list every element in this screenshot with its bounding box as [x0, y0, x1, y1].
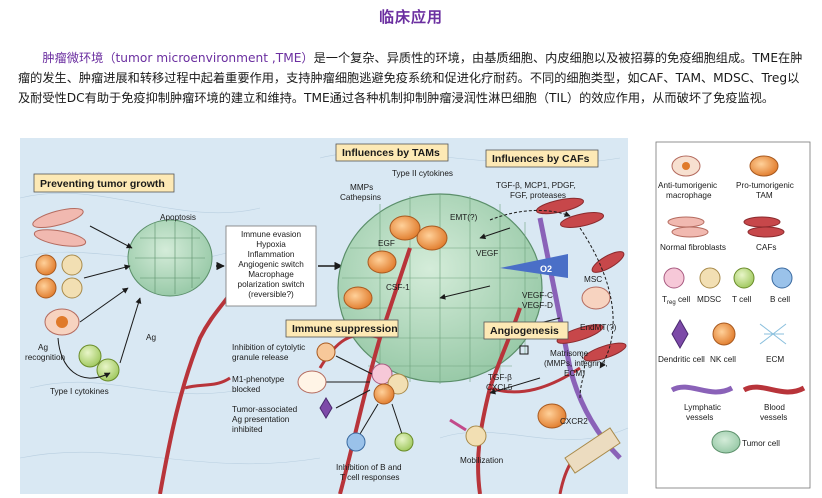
target-cells [297, 342, 414, 452]
caf-cells [535, 197, 627, 362]
intro-paragraph: 肿瘤微环境（tumor microenvironment ,TME）是一个复杂、… [18, 48, 808, 108]
label-cxcr2: CXCR2 [560, 417, 588, 426]
label-vegfc: VEGF-C [522, 291, 553, 300]
msc-cell [581, 286, 611, 310]
legend-anti-2: macrophage [666, 191, 712, 200]
legend-panel [655, 141, 811, 489]
label-tgfb: TGF-β [488, 373, 512, 382]
evasion-line: Inflammation [248, 250, 295, 259]
legend-nk: NK cell [710, 355, 736, 364]
mdsc-mobilized [465, 425, 487, 447]
tumor-mass [337, 193, 543, 384]
label-ag-recognition-2: recognition [25, 353, 66, 362]
label-inhib1-2: granule release [232, 353, 289, 362]
label-tgf-list-1: TGF-β, MCP1, PDGF, [496, 181, 576, 190]
label-inhib1-1: Inhibition of cytolytic [232, 343, 305, 352]
box-preventing-label: Preventing tumor growth [40, 178, 165, 190]
evasion-line: Macrophage [248, 270, 294, 279]
box-cafs-label: Influences by CAFs [492, 153, 590, 165]
label-cxcl5: CXCL5 [486, 383, 513, 392]
label-o2: O2 [540, 264, 552, 274]
legend-ecm: ECM [766, 355, 784, 364]
angio-marker [519, 345, 529, 355]
label-vegf: VEGF [476, 249, 498, 258]
label-ag-recognition-1: Ag [38, 343, 48, 352]
label-mobilization: Mobilization [460, 456, 504, 465]
legend-bcell: B cell [770, 295, 790, 304]
legend-pro-2: TAM [756, 191, 773, 200]
label-endmt: EndMT(?) [580, 323, 617, 332]
box-preventing [33, 173, 175, 193]
legend-cafs: CAFs [756, 243, 776, 252]
box-immune-evasion [225, 225, 317, 307]
label-m1-1: M1-phenotype [232, 375, 285, 384]
legend-normal-fib: Normal fibroblasts [660, 243, 726, 252]
bone [564, 427, 621, 474]
box-angiogenesis [483, 321, 569, 340]
label-tumor-ag-1: Tumor-associated [232, 405, 298, 414]
left-cells [32, 207, 120, 382]
legend-mdsc: MDSC [697, 295, 721, 304]
label-matrisome-3: ECM) [564, 369, 585, 378]
emt-arrows [489, 209, 614, 399]
label-type2: Type II cytokines [392, 169, 453, 178]
label-emt: EMT(?) [450, 213, 478, 222]
intro-highlight: 肿瘤微环境（tumor microenvironment ,TME） [42, 51, 314, 65]
legend-blood-2: vessels [760, 413, 787, 422]
label-tumor-ag-3: inhibited [232, 425, 263, 434]
box-immune-suppression-label: Immune suppression [292, 323, 398, 335]
tme-diagram: Apoptosis Ag recognition Ag Type I cytok… [20, 138, 814, 494]
evasion-line: Immune evasion [241, 230, 302, 239]
label-cathepsins: Cathepsins [340, 193, 381, 202]
o2-gradient [500, 254, 568, 278]
label-matrisome-1: Matrisome [550, 349, 589, 358]
label-m1-2: blocked [232, 385, 261, 394]
suppressor-cells [371, 363, 409, 405]
label-tumor-ag-2: Ag presentation [232, 415, 290, 424]
label-csf1: CSF-1 [386, 283, 410, 292]
left-tumor-cluster [127, 219, 213, 297]
label-vegfd: VEGF-D [522, 301, 553, 310]
label-apoptosis: Apoptosis [160, 213, 196, 222]
box-immune-suppression [285, 319, 399, 338]
label-tgf-list-2: FGF, proteases [510, 191, 566, 200]
label-msc: MSC [584, 275, 602, 284]
blood-vessel-left [158, 286, 237, 494]
legend-tumor: Tumor cell [742, 439, 780, 448]
intro-text: 是一个复杂、异质性的环境，由基质细胞、内皮细胞以及被招募的免疫细胞组成。TME在… [18, 51, 803, 105]
box-tams-label: Influences by TAMs [342, 147, 440, 159]
label-mmps: MMPs [350, 183, 373, 192]
label-inhib-bt-1: Inhibition of B and [336, 463, 402, 472]
label-matrisome-2: (MMPs, integrins, [544, 359, 608, 368]
legend-lymph-2: vessels [686, 413, 713, 422]
legend-dendritic: Dendritic cell [658, 355, 705, 364]
legend-treg: Treg cell [662, 295, 690, 306]
box-tams [335, 143, 449, 162]
legend-tcell: T cell [732, 295, 752, 304]
label-type1-cytokines: Type I cytokines [50, 387, 109, 396]
immune-evasion-list: Immune evasion Hypoxia Inflammation Angi… [238, 230, 305, 299]
label-egf: EGF [378, 239, 395, 248]
evasion-line: polarization switch [238, 280, 305, 289]
legend-pro-1: Pro-tumorigenic [736, 181, 794, 190]
tam-cells [343, 215, 567, 429]
legend-lymph-1: Lymphatic [684, 403, 721, 412]
legend-icons [663, 155, 806, 454]
page-title: 临床应用 [378, 8, 443, 26]
label-inhib-bt-2: T cell responses [340, 473, 399, 482]
evasion-line: (reversible?) [248, 290, 294, 299]
evasion-line: Hypoxia [256, 240, 286, 249]
legend-anti-1: Anti-tumorigenic [658, 181, 717, 190]
legend-blood-1: Blood [764, 403, 785, 412]
label-ag: Ag [146, 333, 156, 342]
box-cafs [485, 149, 599, 168]
evasion-line: Angiogenic switch [238, 260, 304, 269]
box-angiogenesis-label: Angiogenesis [490, 325, 559, 337]
